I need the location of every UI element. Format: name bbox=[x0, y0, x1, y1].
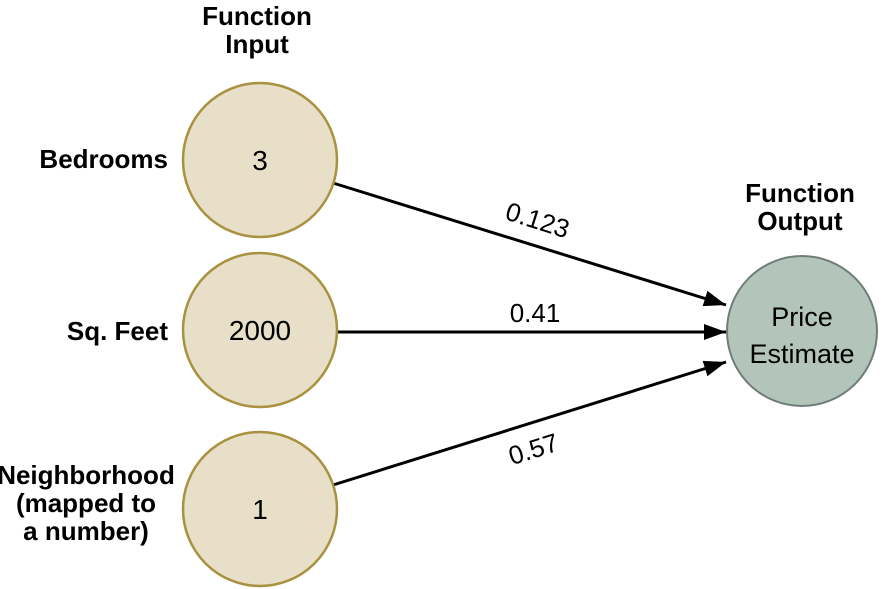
edge-neighborhood-to-output: 0.57 bbox=[332, 360, 727, 487]
output-node-label-line1: Price bbox=[771, 302, 833, 332]
edge-weight-label: 0.41 bbox=[510, 298, 561, 328]
input-node-label: Bedrooms bbox=[39, 144, 168, 174]
output-node-circle bbox=[726, 255, 878, 407]
input-column-header: Function Input bbox=[202, 1, 312, 59]
input-node-label-line2: (mapped to bbox=[16, 488, 156, 518]
input-node-value: 1 bbox=[252, 494, 268, 525]
input-header-line2: Input bbox=[225, 29, 289, 59]
output-node-price-estimate: Price Estimate bbox=[726, 255, 878, 407]
input-node-neighborhood: 1 Neighborhood (mapped to a number) bbox=[0, 430, 339, 588]
input-node-label-line3: a number) bbox=[23, 516, 149, 546]
output-header-line2: Output bbox=[757, 206, 843, 236]
edge-line bbox=[332, 360, 727, 487]
input-node-bedrooms: 3 Bedrooms bbox=[39, 81, 339, 239]
input-header-line1: Function bbox=[202, 1, 312, 31]
edge-weight-label: 0.123 bbox=[502, 196, 573, 244]
edge-bedrooms-to-output: 0.123 bbox=[332, 181, 727, 307]
edge-sqfeet-to-output: 0.41 bbox=[337, 298, 726, 340]
input-node-circle bbox=[181, 81, 339, 239]
output-column-header: Function Output bbox=[745, 178, 855, 236]
edge-line bbox=[332, 181, 727, 307]
input-node-sqfeet: 2000 Sq. Feet bbox=[67, 251, 339, 409]
output-header-line1: Function bbox=[745, 178, 855, 208]
input-node-value: 3 bbox=[252, 145, 268, 176]
input-node-label-line1: Neighborhood bbox=[0, 460, 175, 490]
input-node-value: 2000 bbox=[229, 315, 291, 346]
input-node-circle bbox=[181, 251, 339, 409]
output-node-label-line2: Estimate bbox=[749, 339, 854, 369]
input-node-circle bbox=[181, 430, 339, 588]
edge-weight-label: 0.57 bbox=[505, 427, 562, 471]
input-node-label: Sq. Feet bbox=[67, 316, 168, 346]
